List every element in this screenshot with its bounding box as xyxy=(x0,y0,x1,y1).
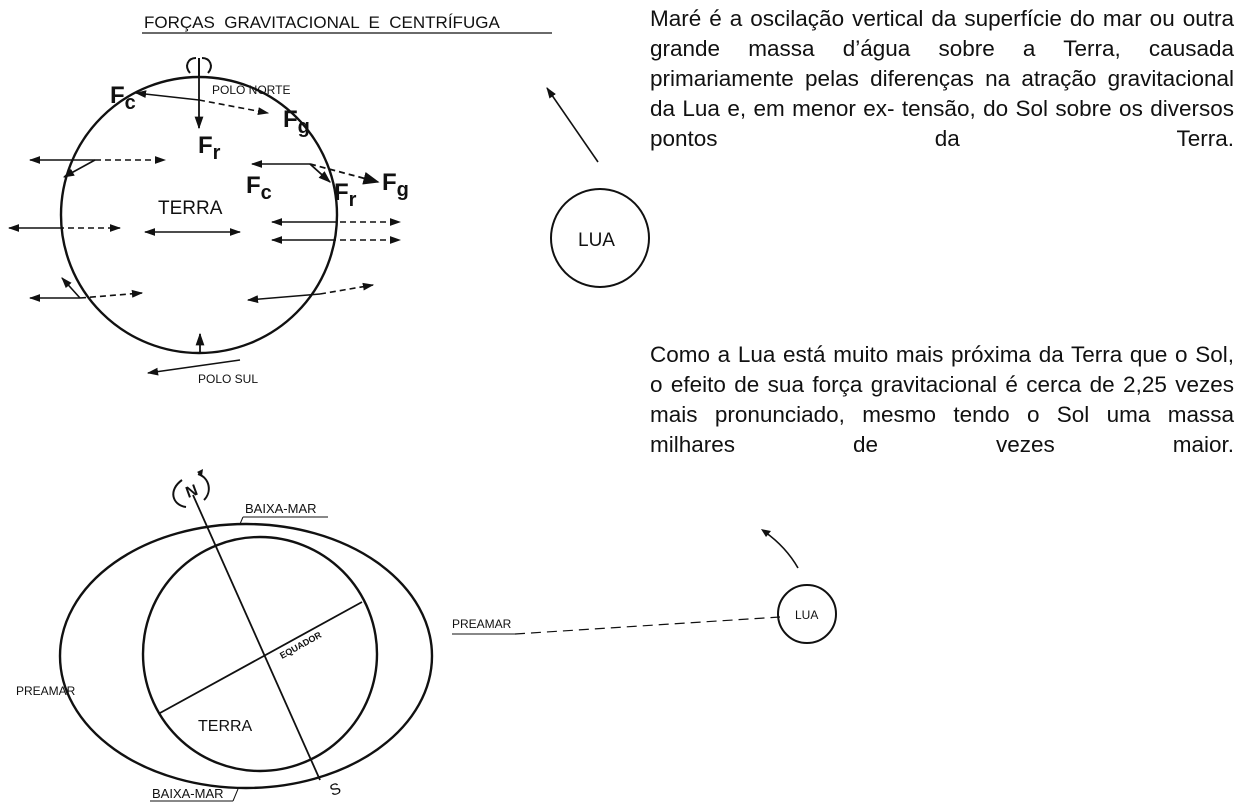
fc-arrow-north xyxy=(134,90,200,101)
north-rotation-icon xyxy=(172,473,210,508)
moon-circle-top xyxy=(550,188,650,288)
moon-orbit-arrow-top xyxy=(546,87,599,163)
fc-label-north: Fc xyxy=(110,82,136,114)
tide-definition-paragraph: Maré é a oscilação vertical da superfíci… xyxy=(650,6,1234,151)
moon-label-top: LUA xyxy=(578,230,615,251)
earth-circle-bottom xyxy=(141,535,379,773)
north-label: N xyxy=(184,482,201,502)
earth-label-top: TERRA xyxy=(158,198,223,219)
tide-ellipse xyxy=(58,522,434,790)
baixa-mar-bottom-label: BAIXA-MAR xyxy=(152,786,224,801)
moon-influence-paragraph: Como a Lua está muito mais próxima da Te… xyxy=(650,342,1234,457)
forces-title: FORÇAS GRAVITACIONAL E CENTRÍFUGA xyxy=(144,13,500,32)
fc-label-right: Fc xyxy=(246,172,272,204)
south-label: S xyxy=(328,780,344,800)
fr-label-north: Fr xyxy=(198,132,221,164)
preamar-right-label: PREAMAR xyxy=(452,617,512,631)
earth-label-bottom: TERRA xyxy=(198,718,253,735)
moon-label-bottom: LUA xyxy=(795,608,818,622)
equator-line xyxy=(159,601,363,714)
earth-axis xyxy=(192,494,321,781)
fg-label-north: Fg xyxy=(283,106,310,138)
baixa-mar-top-label: BAIXA-MAR xyxy=(245,501,317,516)
fg-arrow-north xyxy=(198,99,270,115)
polo-sul-label: POLO SUL xyxy=(198,372,258,386)
moon-orbit-arrow-bottom xyxy=(764,531,799,569)
polo-norte-label: POLO NORTE xyxy=(212,83,290,97)
forces-diagram: FORÇAS GRAVITACIONAL E CENTRÍFUGA xyxy=(7,13,650,386)
fg-label-right: Fg xyxy=(382,169,409,201)
fr-label-right: Fr xyxy=(334,179,357,211)
moon-circle-bottom xyxy=(777,584,837,644)
tide-bulge-diagram: N S EQUADOR TERRA BAIXA-MAR BAIXA-MAR PR… xyxy=(16,469,837,802)
moon-dashed-line xyxy=(514,616,781,635)
preamar-left-label: PREAMAR xyxy=(16,684,76,698)
rotation-icon xyxy=(186,57,212,74)
